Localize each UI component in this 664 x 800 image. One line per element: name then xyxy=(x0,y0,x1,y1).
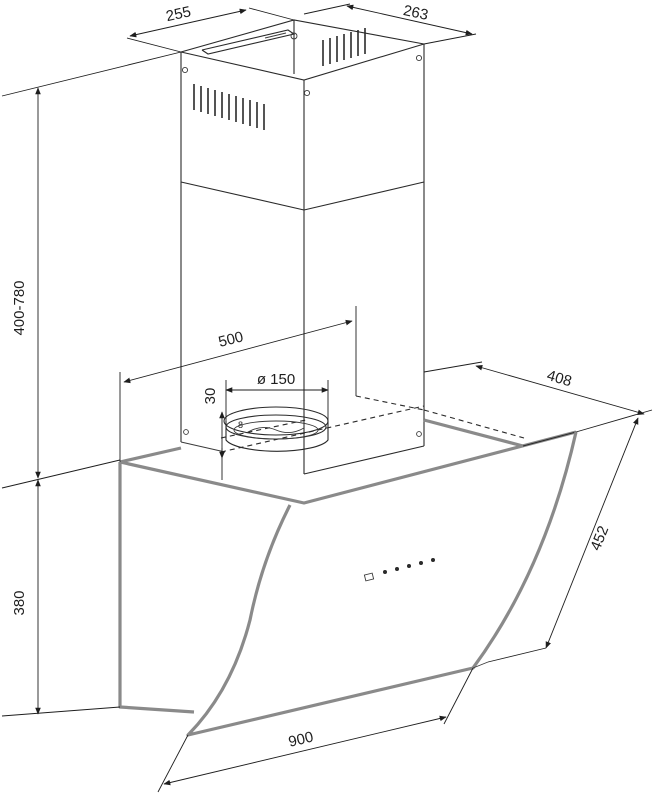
dimension-hood-depth: 500 xyxy=(119,306,357,462)
label-outlet-diameter: ø 150 xyxy=(257,371,295,388)
dimension-chimney-height: 400-780 xyxy=(1,51,182,489)
dimension-body-depth: 408 xyxy=(423,361,653,433)
label-chimney-width: 255 xyxy=(164,3,192,25)
chimney-lower-section xyxy=(180,182,425,475)
svg-text:8: 8 xyxy=(238,420,243,430)
dimension-chimney-depth: 263 xyxy=(303,2,477,45)
label-body-height: 380 xyxy=(11,590,28,615)
control-panel xyxy=(363,558,435,582)
chimney-upper-section xyxy=(180,19,425,211)
dimension-chimney-width: 255 xyxy=(126,3,295,53)
air-outlet-ring: 8 xyxy=(223,406,329,452)
label-outlet-height: 30 xyxy=(202,388,219,405)
hood-hidden-edges xyxy=(220,395,525,453)
dimension-glass-length: 452 xyxy=(487,417,639,663)
label-glass-length: 452 xyxy=(587,524,612,554)
dimension-outlet-height: 30 xyxy=(202,388,225,480)
hood-body xyxy=(118,418,578,737)
label-body-depth: 408 xyxy=(545,367,574,390)
dimension-outlet-diameter: ø 150 xyxy=(225,371,329,421)
chimney-vent-slots xyxy=(193,28,366,130)
label-chimney-depth: 263 xyxy=(402,2,430,24)
label-chimney-height: 400-780 xyxy=(11,280,28,335)
dimension-body-height: 380 xyxy=(1,479,121,717)
label-hood-width: 900 xyxy=(287,729,315,751)
label-hood-depth: 500 xyxy=(217,328,245,351)
dimension-hood-width: 900 xyxy=(157,667,474,793)
